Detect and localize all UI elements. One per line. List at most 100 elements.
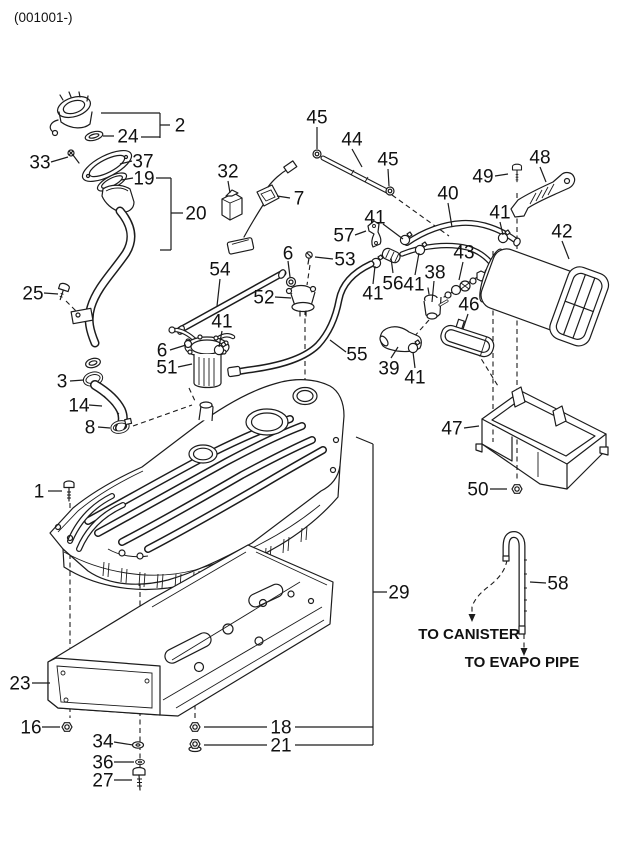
callout-45: 45 (306, 108, 327, 129)
filter-46-drawing (440, 318, 495, 358)
note-labels: TO CANISTER TO EVAPO PIPE (418, 626, 579, 671)
strap-48-drawing (510, 171, 576, 218)
callout-46: 46 (458, 295, 479, 316)
title-code: (001001-) (14, 10, 73, 25)
filler-plate-37-drawing (81, 149, 133, 183)
hose-clamp-8-drawing (110, 417, 133, 434)
nut-45-right (385, 186, 395, 196)
callout-2: 2 (175, 116, 186, 137)
callout-24: 24 (117, 127, 139, 148)
cap-gasket-drawing (84, 130, 104, 142)
screw-33-drawing (67, 149, 80, 164)
callout-41: 41 (404, 368, 425, 389)
grommet-6-upper-drawing (285, 276, 297, 288)
protector-front-flange (47, 657, 161, 716)
callout-18: 18 (270, 718, 291, 739)
callout-39: 39 (378, 359, 399, 380)
washer-36 (135, 758, 145, 766)
nut-21 (188, 739, 202, 753)
fuel-cap-drawing (49, 91, 93, 137)
nut-18 (189, 722, 201, 732)
callout-53: 53 (334, 250, 355, 271)
two-way-valve-38-drawing (423, 287, 449, 320)
bolt-49-drawing (511, 163, 523, 183)
callout-6: 6 (157, 341, 168, 362)
callout-21: 21 (270, 736, 291, 757)
callout-57: 57 (333, 226, 354, 247)
callout-27: 27 (92, 771, 113, 792)
bolt-27 (132, 766, 146, 791)
callout-47: 47 (441, 419, 462, 440)
callout-41: 41 (364, 208, 385, 229)
callout-8: 8 (85, 418, 96, 439)
callout-6: 6 (283, 244, 294, 265)
washer-34 (131, 741, 145, 749)
valve-32-drawing (221, 189, 243, 221)
callout-44: 44 (341, 130, 363, 151)
leader-lines (32, 112, 570, 781)
note-to-canister: TO CANISTER (418, 626, 520, 643)
connector (283, 160, 298, 174)
fuel-pump-51-drawing (168, 326, 236, 389)
callout-1: 1 (34, 482, 45, 503)
bolt-1 (63, 480, 75, 502)
hose-55-drawing (227, 260, 375, 378)
callout-56: 56 (382, 274, 403, 295)
callout-29: 29 (388, 583, 409, 604)
callout-45: 45 (377, 150, 398, 171)
arrow-to-evapo (520, 648, 528, 656)
tank-protector-drawing (47, 544, 334, 717)
fuel-tank-drawing (49, 379, 345, 591)
callout-36: 36 (92, 753, 113, 774)
pipe-bracket (70, 307, 94, 325)
callout-41: 41 (403, 275, 424, 296)
callout-20: 20 (185, 204, 206, 225)
callout-7: 7 (294, 189, 305, 210)
callout-49: 49 (472, 167, 493, 188)
callout-52: 52 (253, 288, 274, 309)
callout-50: 50 (467, 480, 488, 501)
callout-40: 40 (437, 184, 458, 205)
valve-52-drawing (285, 284, 317, 317)
callout-41: 41 (489, 203, 510, 224)
canister-bracket-47-drawing (475, 386, 609, 490)
callout-43: 43 (453, 243, 474, 264)
callout-3: 3 (57, 372, 68, 393)
callout-34: 34 (92, 732, 114, 753)
callout-41: 41 (211, 312, 232, 333)
callout-37: 37 (132, 152, 153, 173)
nut-50 (511, 484, 523, 494)
grommet-6-lower (183, 339, 193, 349)
note-to-evapo-pipe: TO EVAPO PIPE (465, 654, 579, 671)
callout-54: 54 (209, 260, 231, 281)
callout-58: 58 (547, 574, 568, 595)
callout-48: 48 (529, 148, 550, 169)
nut-45-left (312, 149, 322, 159)
callout-16: 16 (20, 718, 41, 739)
filler-neck-pipe-drawing (70, 184, 136, 369)
fasteners (61, 480, 202, 791)
nut-16 (61, 722, 73, 732)
callout-38: 38 (424, 263, 445, 284)
callout-55: 55 (346, 345, 367, 366)
callout-33: 33 (29, 153, 50, 174)
breather-rod-44-drawing (312, 149, 395, 196)
callout-51: 51 (156, 358, 177, 379)
callout-23: 23 (9, 674, 30, 695)
callout-25: 25 (22, 284, 43, 305)
cap-tether-pin (51, 129, 59, 137)
callout-42: 42 (551, 222, 572, 243)
sender-unit-7-drawing (226, 160, 298, 255)
bracket-57-drawing (367, 220, 382, 248)
bolt-25-drawing (57, 282, 70, 301)
callout-14: 14 (68, 396, 90, 417)
callout-19: 19 (133, 169, 154, 190)
arrow-to-canister (468, 614, 476, 622)
screw-53-drawing (305, 251, 313, 265)
evapo-pipe-58-drawing (502, 531, 527, 635)
callout-41: 41 (362, 284, 383, 305)
callout-32: 32 (217, 162, 238, 183)
